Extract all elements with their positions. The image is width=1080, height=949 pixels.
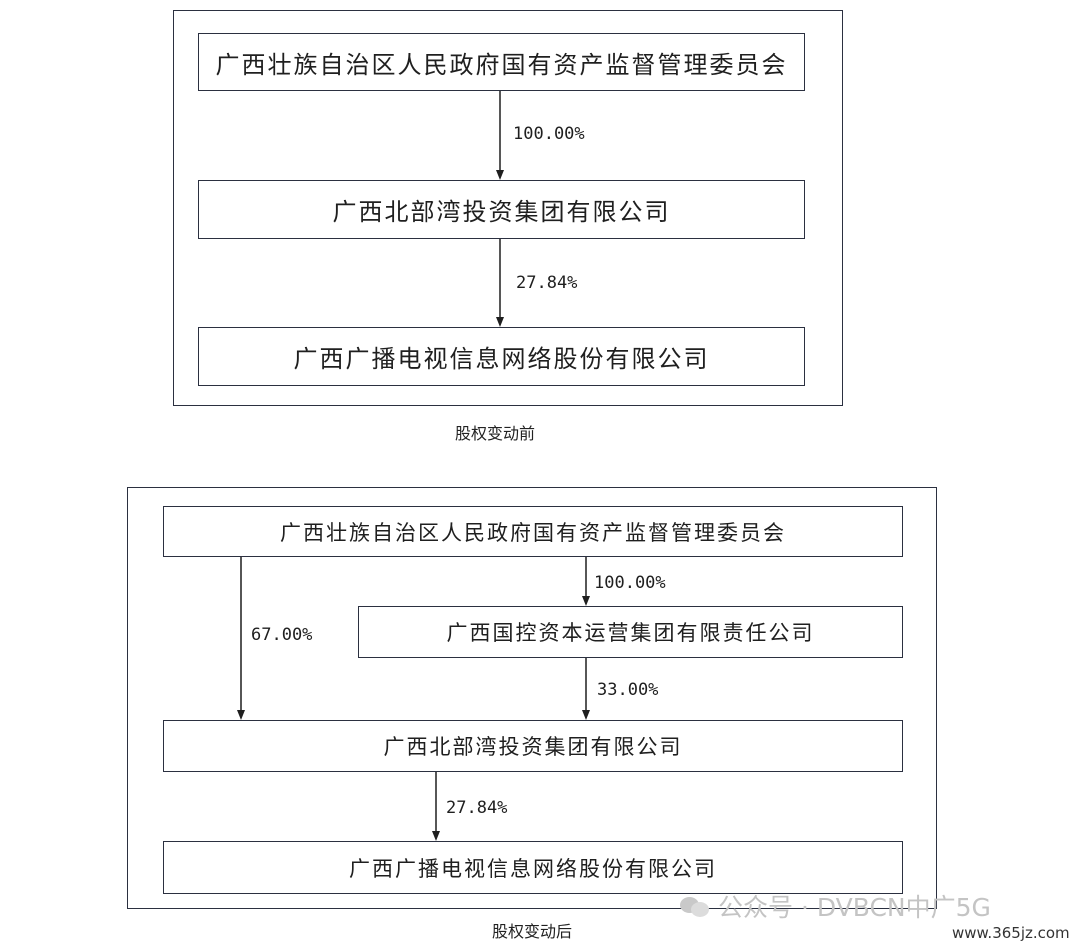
after-caption: 股权变动后 [492, 922, 573, 941]
after-guokong-box: 广西国控资本运营集团有限责任公司 [358, 606, 903, 658]
before-sasac-box: 广西壮族自治区人民政府国有资产监督管理委员会 [198, 33, 805, 91]
before-guangdian-label: 广西广播电视信息网络股份有限公司 [293, 345, 710, 373]
after-sasac-label: 广西壮族自治区人民政府国有资产监督管理委员会 [280, 520, 786, 545]
site-watermark: www.365jz.com [952, 924, 1070, 942]
after-edge-label-sasac-beibuwan: 67.00% [251, 625, 313, 645]
after-edge-label-guokong-beibuwan: 33.00% [597, 680, 659, 700]
after-guangdian-label: 广西广播电视信息网络股份有限公司 [349, 856, 717, 881]
before-guangdian-box: 广西广播电视信息网络股份有限公司 [198, 327, 805, 386]
watermark-text: 公众号 · DVBCN中广5G [718, 893, 991, 922]
before-diagram-frame [173, 10, 843, 406]
after-beibuwan-label: 广西北部湾投资集团有限公司 [383, 735, 683, 759]
before-edge-label-sasac-beibuwan: 100.00% [513, 124, 585, 144]
after-edge-label-sasac-guokong: 100.00% [594, 573, 666, 593]
after-edge-label-beibuwan-guangdian: 27.84% [446, 798, 508, 818]
before-edge-label-beibuwan-guangdian: 27.84% [516, 273, 578, 293]
after-guokong-label: 广西国控资本运营集团有限责任公司 [446, 621, 815, 645]
after-diagram-frame [127, 487, 937, 909]
after-guangdian-box: 广西广播电视信息网络股份有限公司 [163, 841, 903, 894]
wechat-logo-icon [680, 895, 710, 917]
after-beibuwan-box: 广西北部湾投资集团有限公司 [163, 720, 903, 772]
before-sasac-label: 广西壮族自治区人民政府国有资产监督管理委员会 [215, 50, 788, 79]
after-sasac-box: 广西壮族自治区人民政府国有资产监督管理委员会 [163, 506, 903, 557]
before-caption: 股权变动前 [455, 424, 536, 443]
wechat-watermark: 公众号 · DVBCN中广5G [680, 888, 991, 924]
before-beibuwan-box: 广西北部湾投资集团有限公司 [198, 180, 805, 239]
before-beibuwan-label: 广西北部湾投资集团有限公司 [332, 198, 671, 226]
